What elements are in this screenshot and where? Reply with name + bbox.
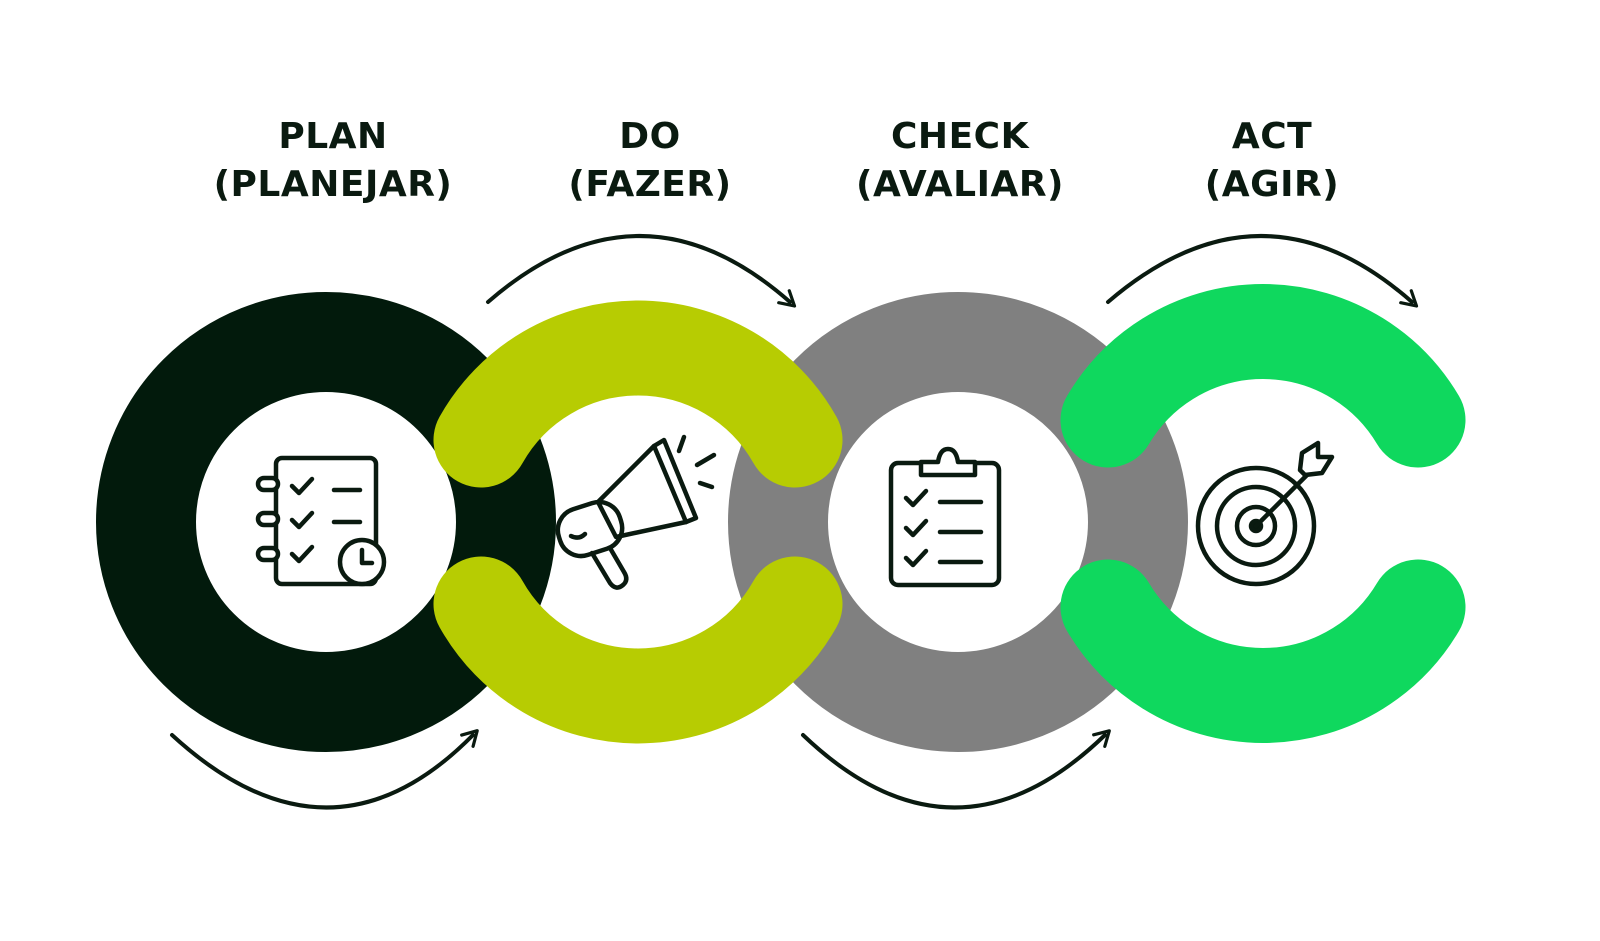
megaphone-icon xyxy=(555,434,717,590)
ring-do-top-arc xyxy=(433,300,843,488)
flow-arrow-plan-to-do xyxy=(170,729,479,810)
clipboard-checklist-icon xyxy=(888,446,1002,588)
step-title-do: DO xyxy=(619,116,681,157)
ring-act-top-arc xyxy=(1060,284,1466,468)
step-label-do: DO (FAZER) xyxy=(490,113,810,209)
ring-check xyxy=(728,292,1188,752)
flow-arrow-act-next xyxy=(1106,234,1419,308)
step-title-check: CHECK xyxy=(891,116,1029,157)
step-title-plan: PLAN xyxy=(278,116,388,157)
flow-arrow-check-to-act xyxy=(801,729,1111,810)
step-title-act: ACT xyxy=(1231,116,1313,157)
step-subtitle-check: (AVALIAR) xyxy=(855,164,1065,205)
target-arrow-icon xyxy=(1195,440,1335,587)
planning-checklist-icon xyxy=(255,455,387,587)
step-subtitle-plan: (PLANEJAR) xyxy=(213,164,453,205)
step-subtitle-do: (FAZER) xyxy=(568,164,732,205)
step-label-act: ACT (AGIR) xyxy=(1112,113,1432,209)
ring-plan xyxy=(96,292,556,752)
ring-act-bottom-arc xyxy=(1060,559,1466,743)
step-label-plan: PLAN (PLANEJAR) xyxy=(173,113,493,209)
step-subtitle-act: (AGIR) xyxy=(1204,164,1340,205)
step-label-check: CHECK (AVALIAR) xyxy=(800,113,1120,209)
ring-do-bottom-arc xyxy=(433,556,843,744)
flow-arrow-do-to-check xyxy=(486,234,797,308)
